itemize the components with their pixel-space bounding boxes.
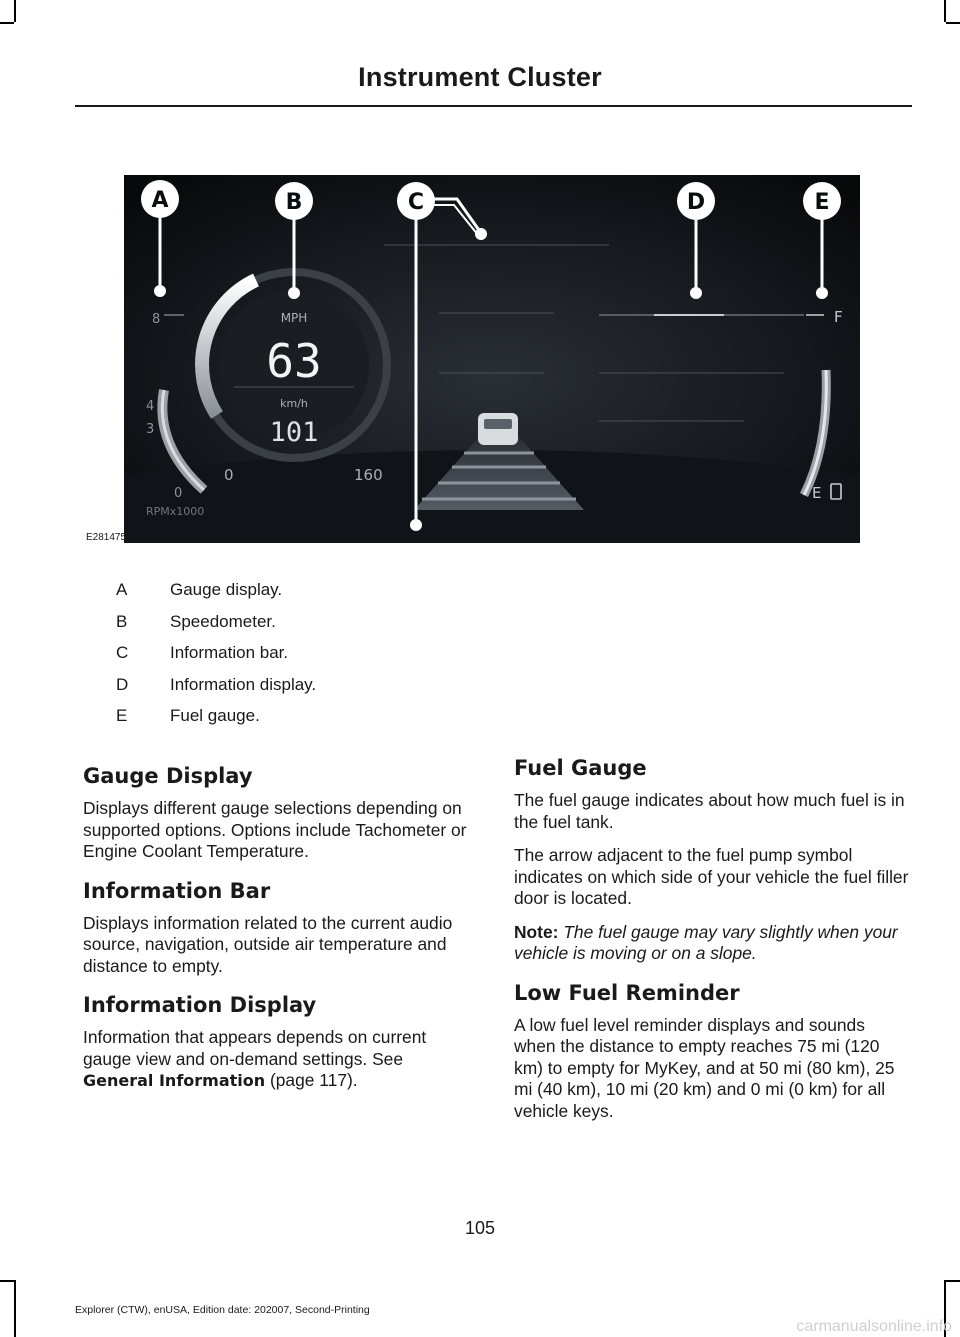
section-heading: Fuel Gauge [514, 756, 647, 780]
note-body: The fuel gauge may vary slightly when yo… [514, 921, 898, 964]
crop-mark [0, 1280, 14, 1282]
callout-letter: B [286, 190, 303, 215]
legend-text: Gauge display. [170, 580, 283, 599]
section-body: Displays information related to the curr… [83, 912, 453, 976]
speed-scale-max: 160 [354, 466, 383, 484]
figure-id: E281475 [86, 532, 127, 543]
cluster-illustration: 8 4 3 0 RPMx1000 MPH 63 km/h 101 0 160 [124, 175, 860, 543]
legend-key: C [116, 643, 129, 662]
callout-letter: D [687, 190, 705, 215]
speedometer-arc [195, 273, 260, 419]
rpm-tick-label: 8 [152, 312, 160, 327]
legend-key: A [116, 580, 128, 599]
body-text: Information that appears depends on curr… [83, 1027, 427, 1069]
fuel-full-label: F [834, 308, 843, 326]
section-body: Displays different gauge selections depe… [83, 798, 467, 861]
section-heading: Information Display [83, 993, 317, 1017]
legend-key: E [116, 706, 128, 725]
page-title: Instrument Cluster [358, 62, 602, 92]
section-information-bar: Information Bar Displays information rel… [83, 879, 478, 978]
rpm-unit-label: RPMx1000 [146, 505, 204, 518]
watermark: carmanualsonline.info [796, 1318, 952, 1335]
legend-text: Information display. [170, 674, 317, 694]
callout-badge-d [677, 182, 715, 220]
crop-mark [946, 1280, 960, 1282]
rpm-tick-label: 4 [146, 399, 154, 414]
section-body: Information that appears depends on curr… [83, 1027, 478, 1092]
header-divider [75, 105, 912, 107]
section-heading: Low Fuel Reminder [514, 980, 740, 1005]
callout-badge-a [141, 180, 179, 218]
cross-reference-link[interactable]: General Information [83, 1071, 266, 1090]
speed-unit-mph: MPH [281, 311, 308, 325]
footer-text: Explorer (CTW), enUSA, Edition date: 202… [75, 1304, 370, 1316]
section-heading: Information Bar [83, 878, 271, 903]
section-body: The fuel gauge indicates about how much … [514, 790, 905, 832]
speed-mph-value: 63 [266, 334, 321, 388]
callout-letter: C [408, 190, 424, 215]
fuel-gauge-arc-highlight [802, 369, 828, 496]
body-text: (page 117). [265, 1070, 358, 1090]
crop-mark [944, 1280, 946, 1337]
callout-letter: E [814, 190, 829, 215]
crop-mark [14, 1280, 16, 1337]
callout-badges: A B C D E [141, 180, 841, 220]
crop-mark [944, 0, 946, 22]
fuel-pump-icon [830, 483, 842, 500]
section-information-display: Information Display Information that app… [83, 993, 478, 1092]
legend-key: D [116, 674, 129, 694]
legend-key: B [116, 611, 128, 631]
section-heading: Gauge Display [83, 764, 253, 788]
callout-badge-b [275, 182, 313, 220]
legend-text: Fuel gauge. [170, 706, 260, 725]
section-body: The arrow adjacent to the fuel pump symb… [514, 845, 909, 908]
legend-text: Speedometer. [170, 611, 276, 631]
section-fuel-gauge: Fuel Gauge The fuel gauge indicates abou… [514, 756, 909, 965]
legend-text: Information bar. [170, 643, 289, 662]
left-column: Gauge Display Displays different gauge s… [83, 764, 478, 1108]
speed-kmh-value: 101 [270, 417, 319, 448]
speed-unit-kmh: km/h [280, 397, 308, 410]
callout-badge-c [397, 182, 435, 220]
rpm-tick-label: 3 [146, 422, 154, 437]
callout-letter: A [151, 188, 168, 213]
road-graphic [414, 437, 584, 510]
section-low-fuel-reminder: Low Fuel Reminder A low fuel level remin… [514, 981, 909, 1123]
section-body: A low fuel level reminder displays and s… [514, 1014, 895, 1121]
crop-mark [0, 22, 14, 24]
note-label: Note: [514, 921, 559, 942]
section-gauge-display: Gauge Display Displays different gauge s… [83, 764, 478, 863]
speed-scale-min: 0 [224, 466, 234, 484]
right-column: Fuel Gauge The fuel gauge indicates abou… [514, 756, 909, 1138]
note: Note: The fuel gauge may vary slightly w… [514, 922, 909, 965]
page-number: 105 [464, 1218, 496, 1238]
callout-leaders [154, 197, 828, 531]
tachometer-arc-highlight [160, 389, 206, 492]
callout-badge-e [803, 182, 841, 220]
crop-mark [946, 22, 960, 24]
rpm-tick-label: 0 [174, 486, 182, 501]
crop-mark [14, 0, 16, 22]
instrument-cluster-figure: 8 4 3 0 RPMx1000 MPH 63 km/h 101 0 160 [124, 175, 860, 543]
vehicle-window [484, 419, 512, 429]
fuel-empty-label: E [812, 484, 821, 502]
speedometer-face [219, 290, 369, 440]
